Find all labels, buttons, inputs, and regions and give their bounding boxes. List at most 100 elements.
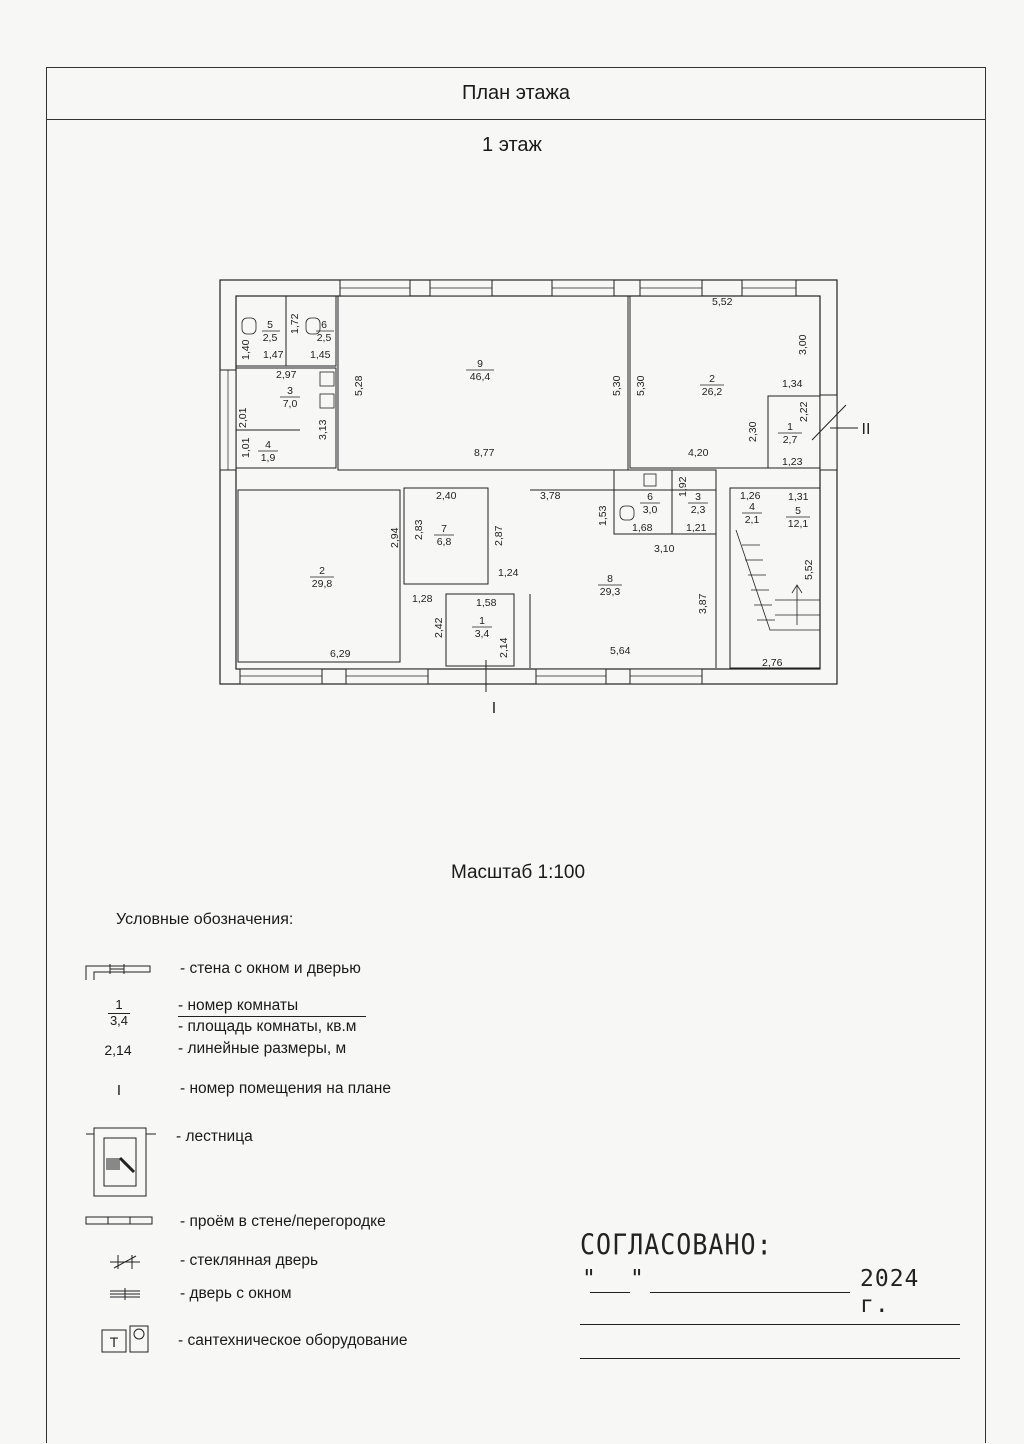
svg-text:8,77: 8,77 xyxy=(474,447,495,459)
svg-text:1,47: 1,47 xyxy=(263,349,284,361)
svg-text:1,34: 1,34 xyxy=(782,378,803,390)
section-label-I: I xyxy=(492,700,496,717)
drawing-sheet: План этажа xyxy=(46,67,986,1443)
interior-walls xyxy=(235,295,821,669)
svg-text:1,68: 1,68 xyxy=(632,522,653,534)
sanitary-symbol: Т xyxy=(101,1325,149,1353)
svg-text:2,5: 2,5 xyxy=(263,332,278,344)
svg-text:1,9: 1,9 xyxy=(261,452,276,464)
wall-opening-symbol xyxy=(85,1216,153,1225)
svg-text:6: 6 xyxy=(647,491,653,503)
legend-glass-door: - стеклянная дверь xyxy=(180,1252,319,1269)
svg-text:1: 1 xyxy=(787,421,793,433)
svg-text:2,40: 2,40 xyxy=(436,490,457,502)
svg-text:1,72: 1,72 xyxy=(289,313,301,334)
svg-text:2,14: 2,14 xyxy=(498,637,510,658)
room-8: 829,3 xyxy=(600,573,621,598)
svg-text:1,92: 1,92 xyxy=(677,476,689,497)
svg-text:29,3: 29,3 xyxy=(600,586,621,598)
svg-text:6,8: 6,8 xyxy=(437,536,452,548)
svg-text:2,87: 2,87 xyxy=(493,525,505,546)
svg-text:1,53: 1,53 xyxy=(597,505,609,526)
floor-title: 1 этаж xyxy=(482,134,542,156)
approval-date-line: " " 2024 г. xyxy=(580,1266,960,1318)
approval-title: СОГЛАСОВАНО: xyxy=(580,1228,773,1262)
room-1-entrance: 13,4 xyxy=(475,615,490,640)
svg-text:6,29: 6,29 xyxy=(330,648,351,660)
svg-text:7,0: 7,0 xyxy=(283,398,298,410)
room-label-dividers xyxy=(258,330,810,628)
legend-section-number: - номер помещения на плане xyxy=(180,1080,391,1097)
approval-block: СОГЛАСОВАНО: " " 2024 г. xyxy=(580,1228,960,1359)
window-openings xyxy=(219,279,838,685)
svg-text:2,5: 2,5 xyxy=(317,332,332,344)
svg-text:5,52: 5,52 xyxy=(712,296,733,308)
room-2-east: 226,2 xyxy=(702,373,723,398)
scale-label: Масштаб 1:100 xyxy=(450,862,586,883)
room-5-wc: 52,5 xyxy=(263,319,278,344)
svg-text:5: 5 xyxy=(795,505,801,517)
svg-text:3,00: 3,00 xyxy=(797,334,809,355)
svg-text:7: 7 xyxy=(441,523,447,535)
svg-text:2,83: 2,83 xyxy=(413,519,425,540)
svg-text:9: 9 xyxy=(477,358,483,370)
wall-window-door-symbol xyxy=(85,964,151,980)
room-5-stair: 512,1 xyxy=(788,505,809,530)
room-6-wc-south: 63,0 xyxy=(643,491,658,516)
legend-example-room-area: 3,4 xyxy=(109,1013,129,1028)
svg-text:1,23: 1,23 xyxy=(782,456,803,468)
svg-text:2: 2 xyxy=(319,565,325,577)
svg-text:3: 3 xyxy=(287,385,293,397)
svg-text:3,0: 3,0 xyxy=(643,504,658,516)
sanitary-fixtures xyxy=(241,317,657,521)
svg-text:2,7: 2,7 xyxy=(783,434,798,446)
legend-example-dimension: 2,14 xyxy=(104,1042,132,1058)
day-field[interactable] xyxy=(590,1292,630,1293)
legend-example-divider xyxy=(108,1013,130,1014)
svg-text:12,1: 12,1 xyxy=(788,518,809,530)
svg-text:4,20: 4,20 xyxy=(688,447,709,459)
exterior-walls xyxy=(219,279,838,685)
legend-example-room-number: 1 xyxy=(115,997,123,1012)
svg-text:2,76: 2,76 xyxy=(762,657,783,669)
room-labels: 946,4 226,2 12,7 52,5 62,5 37,0 41,9 229… xyxy=(261,319,809,640)
svg-text:5,28: 5,28 xyxy=(353,375,365,396)
room-4-stair-landing: 42,1 xyxy=(745,501,760,526)
svg-text:5,64: 5,64 xyxy=(610,645,631,657)
floor-plan: I II 946,4 226,2 12,7 52,5 62,5 37,0 41,… xyxy=(219,279,870,717)
svg-text:5,52: 5,52 xyxy=(803,559,815,580)
svg-text:2,42: 2,42 xyxy=(433,617,445,638)
svg-text:3,78: 3,78 xyxy=(540,490,561,502)
svg-text:2: 2 xyxy=(709,373,715,385)
legend-sanitary: - сантехническое оборудование xyxy=(178,1332,408,1349)
legend-title: Условные обозначения: xyxy=(116,911,294,928)
signature-line-2[interactable] xyxy=(580,1358,960,1359)
signature-line-1[interactable] xyxy=(580,1324,960,1325)
svg-text:3,87: 3,87 xyxy=(697,593,709,614)
stairs-symbol xyxy=(86,1127,156,1197)
legend-stairs: - лестница xyxy=(176,1128,253,1145)
month-field[interactable] xyxy=(650,1292,850,1293)
svg-text:1: 1 xyxy=(479,615,485,627)
svg-text:5,30: 5,30 xyxy=(611,375,623,396)
svg-text:29,8: 29,8 xyxy=(312,578,333,590)
svg-text:1,40: 1,40 xyxy=(240,339,252,360)
svg-text:5: 5 xyxy=(267,319,273,331)
legend-example-section: I xyxy=(116,1082,122,1099)
svg-text:1,31: 1,31 xyxy=(788,491,809,503)
svg-text:1,26: 1,26 xyxy=(740,490,761,502)
svg-text:4: 4 xyxy=(265,439,271,451)
legend-room-number: - номер комнаты xyxy=(178,997,299,1014)
sheet-title: План этажа xyxy=(47,68,985,120)
room-1-vestibule: 12,7 xyxy=(783,421,798,446)
room-2-west: 229,8 xyxy=(312,565,333,590)
door-with-window-symbol xyxy=(110,1288,140,1300)
svg-text:46,4: 46,4 xyxy=(470,371,491,383)
room-3-corridor: 37,0 xyxy=(283,385,298,410)
legend-room-area: - площадь комнаты, кв.м xyxy=(178,1018,357,1035)
section-lines xyxy=(485,404,858,692)
svg-text:3,10: 3,10 xyxy=(654,543,675,555)
svg-text:2,97: 2,97 xyxy=(276,369,297,381)
room-4-storage: 41,9 xyxy=(261,439,276,464)
svg-text:26,2: 26,2 xyxy=(702,386,723,398)
